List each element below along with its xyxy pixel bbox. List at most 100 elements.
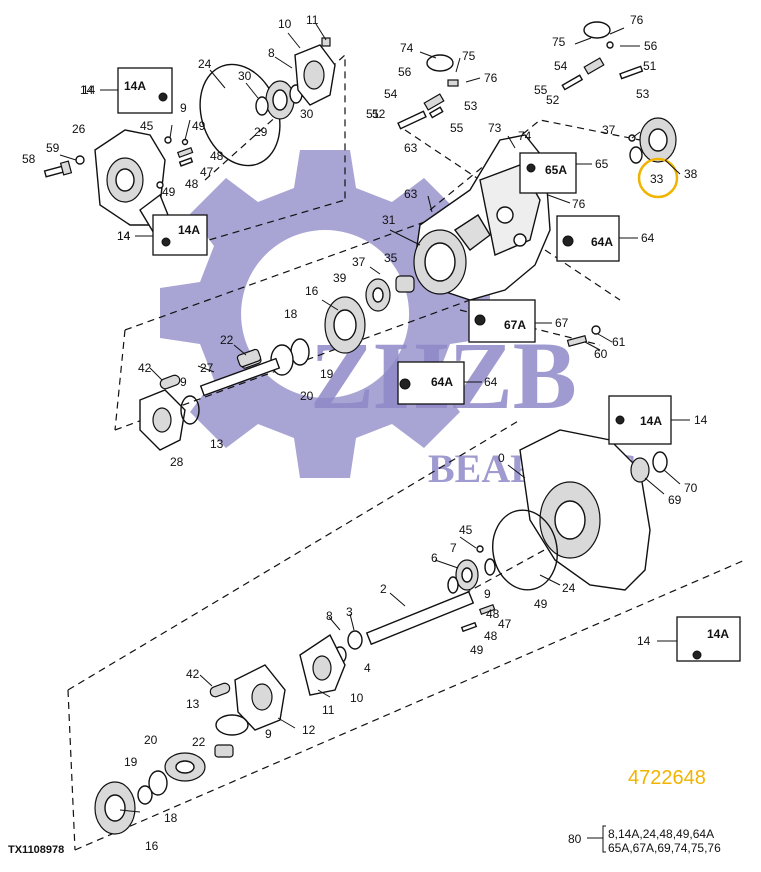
- part-label: 75: [552, 35, 566, 49]
- part-label: 52: [546, 93, 560, 107]
- part-label: 48: [486, 607, 500, 621]
- svg-text:33: 33: [650, 172, 664, 186]
- part-label: 69: [668, 493, 682, 507]
- cover-38: [628, 117, 677, 164]
- part-label: 55: [450, 121, 464, 135]
- part-label: 30: [238, 69, 252, 83]
- bolt-58: [43, 160, 73, 178]
- svg-text:14: 14: [637, 634, 651, 648]
- part-label: 13: [186, 697, 200, 711]
- callout-14a-2: 14A 14: [117, 214, 208, 256]
- ring-7-a: [484, 558, 496, 576]
- part-label: 26: [72, 122, 86, 136]
- part-label: 56: [644, 39, 658, 53]
- part-label: 54: [384, 87, 398, 101]
- part-label: 63: [404, 141, 418, 155]
- svg-text:14: 14: [117, 229, 131, 243]
- part-label: 24: [562, 581, 576, 595]
- svg-text:14: 14: [80, 83, 94, 97]
- part-label: 16: [305, 284, 319, 298]
- part-label: 11: [306, 13, 319, 27]
- part-label: 6: [431, 551, 438, 565]
- part-label: 52: [372, 107, 386, 121]
- callout-14a-1: 14A 14: [80, 67, 173, 114]
- part-label: 4: [364, 661, 371, 675]
- part-label: 48: [210, 149, 224, 163]
- washer-13-lower: [215, 714, 249, 736]
- part-label: 53: [464, 99, 478, 113]
- part-label: 11: [322, 703, 335, 717]
- part-label: 8: [268, 46, 275, 60]
- part-label: 3: [346, 605, 353, 619]
- part-label: 51: [643, 59, 657, 73]
- ring-7-b: [447, 576, 459, 594]
- part-label: 58: [22, 152, 36, 166]
- part-label: 16: [145, 839, 159, 853]
- leader-lines: [59, 23, 681, 839]
- svg-text:67A: 67A: [504, 318, 526, 332]
- part-label: 19: [124, 755, 138, 769]
- part-label: 39: [333, 271, 347, 285]
- part-label: 18: [284, 307, 298, 321]
- part-label: 30: [300, 107, 314, 121]
- svg-text:14A: 14A: [178, 223, 200, 237]
- plate-28: [139, 389, 186, 451]
- part-label: 19: [320, 367, 334, 381]
- ring-70: [652, 451, 668, 473]
- svg-text:65A,67A,69,74,75,76: 65A,67A,69,74,75,76: [608, 841, 721, 855]
- part-label: 8: [326, 609, 333, 623]
- svg-text:14A: 14A: [707, 627, 729, 641]
- plate-19-lower: [148, 770, 168, 796]
- pin-22-upper: [236, 348, 262, 368]
- part-label: 38: [684, 167, 698, 181]
- spring-hardware-lower: [460, 545, 496, 633]
- plate-12: [234, 664, 286, 731]
- cover-plate-10-lower: [299, 633, 346, 696]
- part-label: 18: [164, 811, 178, 825]
- part-label: 63: [404, 187, 418, 201]
- callout-67a: 67A 67: [468, 299, 569, 343]
- washer-59: [75, 155, 85, 165]
- callout-14a-4: 14A 14: [637, 616, 741, 662]
- part-label: 9: [265, 727, 272, 741]
- part-label: 9: [180, 375, 187, 389]
- ring-18-upper: [290, 338, 310, 366]
- bearing-29: [265, 80, 295, 120]
- bearing-6: [455, 559, 479, 591]
- part-label: 48: [484, 629, 498, 643]
- part-label: 9: [180, 101, 187, 115]
- svg-text:8,14A,24,48,49,64A: 8,14A,24,48,49,64A: [608, 827, 714, 841]
- part-label: 31: [382, 213, 396, 227]
- seal-69: [630, 457, 650, 483]
- svg-text:14: 14: [694, 413, 708, 427]
- svg-text:64: 64: [484, 375, 498, 389]
- bushing-35: [395, 275, 415, 293]
- svg-text:64A: 64A: [591, 235, 613, 249]
- part-label: 22: [220, 333, 234, 347]
- part-label: 76: [484, 71, 498, 85]
- part-label: 35: [384, 251, 398, 265]
- part-label: 27: [200, 361, 214, 375]
- part-label: 2: [380, 582, 387, 596]
- part-label: 45: [140, 119, 154, 133]
- part-number-highlight: 4722648: [628, 767, 706, 789]
- part-label: 49: [192, 119, 206, 133]
- pin-22-lower: [214, 744, 234, 758]
- part-label: 76: [630, 13, 644, 27]
- cover-plate-10-top: [294, 44, 336, 106]
- part-label: 47: [200, 165, 214, 179]
- callout-64a-2: 64A 64: [397, 361, 498, 405]
- part-label: 37: [352, 255, 366, 269]
- kit-note: 80 8,14A,24,48,49,64A 65A,67A,69,74,75,7…: [568, 825, 721, 855]
- svg-text:64: 64: [641, 231, 655, 245]
- svg-text:65A: 65A: [545, 163, 567, 177]
- part-label: 42: [186, 667, 200, 681]
- pin-42-lower: [209, 682, 231, 698]
- part-label: 28: [170, 455, 184, 469]
- part-label: 53: [636, 87, 650, 101]
- part-label: 61: [612, 335, 626, 349]
- part-label: 49: [470, 643, 484, 657]
- part-label: 7: [450, 541, 457, 555]
